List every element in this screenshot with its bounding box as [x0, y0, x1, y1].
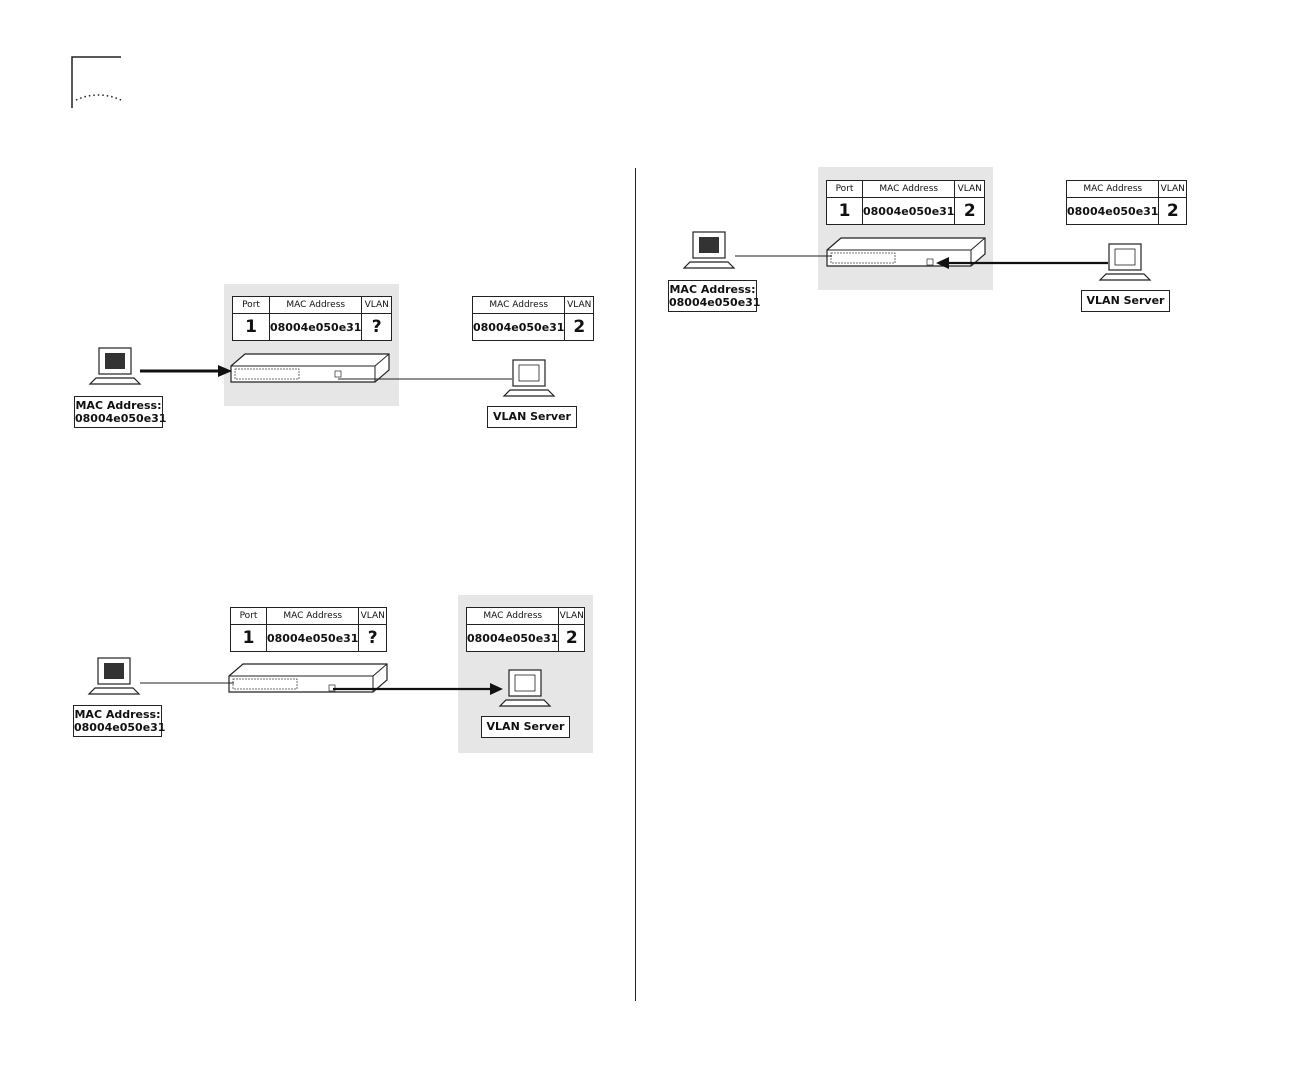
workstation-icon — [684, 232, 734, 268]
server-label: VLAN Server — [1081, 290, 1170, 312]
switch-icon — [827, 238, 985, 266]
workstation-label: MAC Address: 08004e050e31 — [668, 280, 757, 312]
